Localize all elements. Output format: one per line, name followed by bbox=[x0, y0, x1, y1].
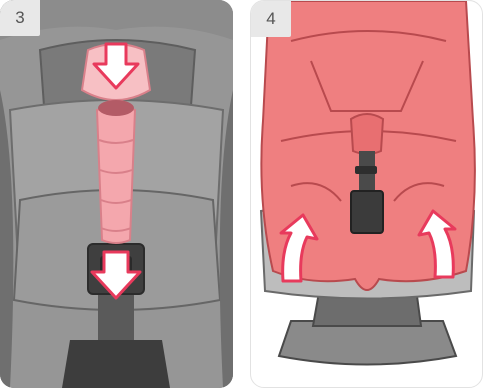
bottom-clip bbox=[62, 340, 170, 388]
step-3-panel: 3 bbox=[0, 0, 233, 388]
step-4-illustration bbox=[251, 1, 483, 388]
seat-base-stand bbox=[279, 321, 456, 365]
buckle-tongue bbox=[355, 166, 377, 174]
step-4-panel: 4 bbox=[250, 0, 483, 388]
pad-opening bbox=[98, 100, 134, 116]
step-4-number: 4 bbox=[251, 1, 291, 37]
buckle bbox=[351, 191, 383, 233]
step-3-number: 3 bbox=[0, 0, 40, 36]
pad-head bbox=[351, 114, 383, 154]
step-3-illustration bbox=[0, 0, 233, 388]
crotch-pad bbox=[97, 107, 135, 243]
